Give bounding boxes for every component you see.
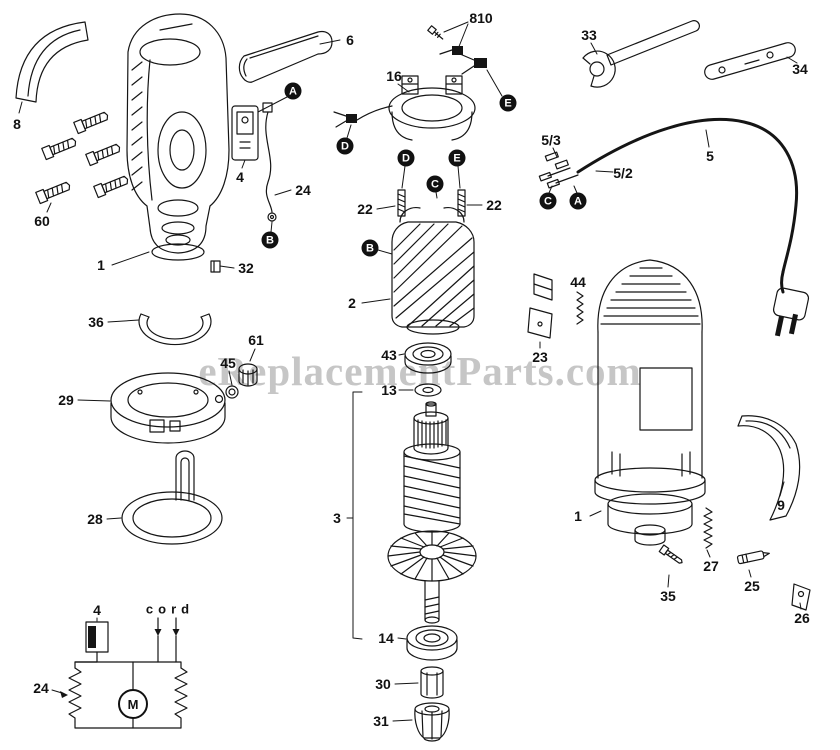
motor-housing-right-drawing (594, 259, 706, 546)
part-label-29: 29 (58, 392, 74, 408)
wiring-schematic-drawing (51, 617, 188, 729)
brush-holder-23-drawing (527, 273, 553, 339)
screw-35-drawing (658, 544, 683, 564)
knob-61-drawing (238, 363, 258, 387)
part-label-33: 33 (581, 27, 597, 43)
callout-B: B (361, 239, 379, 257)
part-label-14: 14 (378, 630, 394, 646)
motor-housing-cutaway-drawing (126, 13, 230, 261)
bearing-43-drawing (404, 342, 452, 374)
bearing-14-drawing (406, 625, 458, 661)
part-label-810: 810 (469, 10, 493, 26)
part-label-61: 61 (248, 332, 264, 348)
field-assembly-2-drawing (391, 207, 475, 335)
part-label-31: 31 (373, 713, 389, 729)
part-label-4: 4 (236, 169, 244, 185)
mounting-screws-drawing (35, 111, 129, 205)
connector-d-drawing (333, 111, 357, 128)
clamp-ring-36-drawing (138, 313, 212, 346)
part-label-35: 35 (660, 588, 676, 604)
part-label-26: 26 (794, 610, 810, 626)
washer-13-drawing (414, 383, 442, 397)
connector-e-drawing (459, 53, 487, 75)
watermark: eReplacementParts.com (198, 348, 642, 394)
brush-ring-16-drawing (356, 75, 476, 141)
terminal-parts-810-drawing (427, 25, 463, 55)
part-label-8: 8 (13, 116, 21, 132)
base-ring-28-drawing (121, 450, 223, 545)
spindle-6-drawing (238, 30, 333, 83)
brush-springs-22-drawing (397, 189, 466, 217)
part-label-22: 22 (357, 201, 373, 217)
part-label-34: 34 (792, 61, 808, 77)
power-cord-5-drawing (538, 118, 810, 337)
part-label-27: 27 (703, 558, 719, 574)
pin-25-drawing (736, 550, 770, 565)
part-label-60: 60 (34, 213, 50, 229)
callout-C: C (539, 192, 557, 210)
callout-A: A (569, 192, 587, 210)
callout-D: D (336, 137, 354, 155)
spring-27-drawing (703, 507, 713, 549)
open-end-wrench-33-drawing (582, 20, 700, 88)
callout-A: A (284, 82, 302, 100)
callout-C: C (426, 175, 444, 193)
part-label-32: 32 (238, 260, 254, 276)
part-label-36: 36 (88, 314, 104, 330)
cover-strip-8-drawing (15, 21, 89, 103)
part-label-2: 2 (348, 295, 356, 311)
part-label-5-2: 5/2 (613, 165, 633, 181)
part-label-4: 4 (93, 602, 101, 618)
part-label-25: 25 (744, 578, 760, 594)
part-label-9: 9 (777, 497, 785, 513)
clip-32-drawing (210, 260, 221, 273)
part-label-30: 30 (375, 676, 391, 692)
part-label-5: 5 (706, 148, 714, 164)
spacer-30-drawing (420, 666, 444, 699)
part-label-16: 16 (386, 68, 402, 84)
collet-nut-31-drawing (414, 702, 450, 742)
switch-drawing (231, 105, 259, 161)
callout-D: D (397, 149, 415, 167)
part-label-24: 24 (295, 182, 311, 198)
part-label-43: 43 (381, 347, 397, 363)
callout-E: E (499, 94, 517, 112)
part-label-1: 1 (97, 257, 105, 273)
lead-wire-drawing (262, 102, 277, 222)
base-ring-29-drawing (110, 363, 258, 444)
part-label-22: 22 (486, 197, 502, 213)
cover-strip-9-drawing (737, 415, 801, 521)
spring-44-drawing (576, 291, 584, 325)
part-label-13: 13 (381, 382, 397, 398)
nut-45-drawing (214, 385, 239, 404)
part-label-24: 24 (33, 680, 49, 696)
part-label-23: 23 (532, 349, 548, 365)
part-label-6: 6 (346, 32, 354, 48)
part-label-45: 45 (220, 355, 236, 371)
part-label-5-3: 5/3 (541, 132, 561, 148)
flat-wrench-34-drawing (704, 42, 796, 80)
armature-assembly-3-drawing (387, 401, 477, 624)
part-label-1: 1 (574, 508, 582, 524)
part-label-44: 44 (570, 274, 586, 290)
part-label-28: 28 (87, 511, 103, 527)
motor-symbol-badge: M (118, 689, 148, 719)
callout-B: B (261, 231, 279, 249)
callout-E: E (448, 149, 466, 167)
leader-lines (18, 21, 802, 722)
cord-label: cord (145, 601, 195, 617)
plate-26-drawing (791, 583, 811, 611)
part-label-3: 3 (333, 510, 341, 526)
